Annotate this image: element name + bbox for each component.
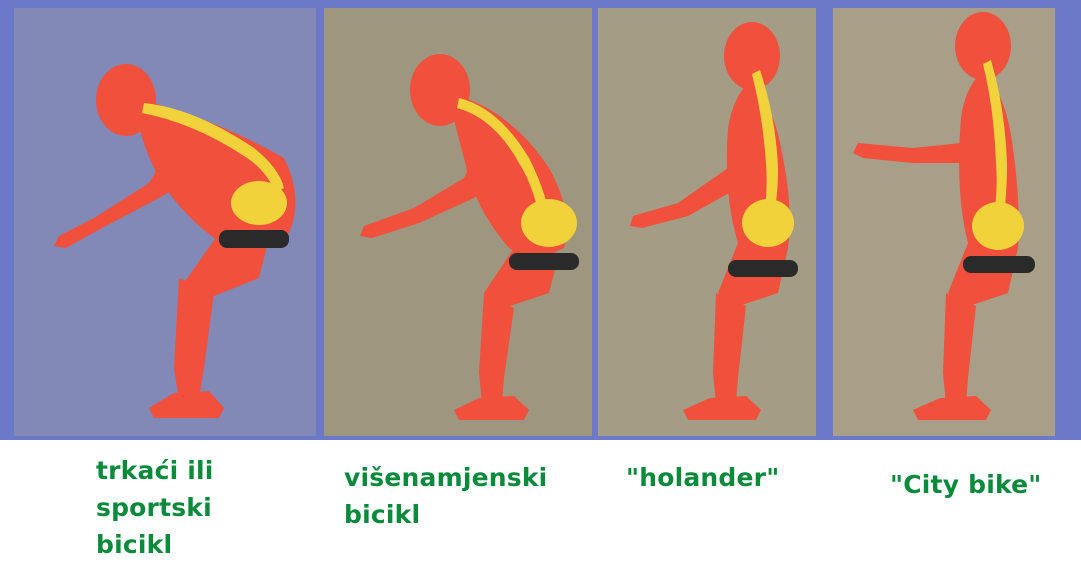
saddle-multipurpose (509, 253, 579, 270)
panel-multipurpose (324, 8, 592, 436)
caption-multipurpose: višenamjenski bicikl (344, 459, 547, 533)
saddle-holander (728, 260, 798, 277)
panel-racing (14, 8, 316, 436)
panel-holander (598, 8, 816, 436)
caption-holander: "holander" (626, 459, 779, 496)
panel-city-bike (833, 8, 1055, 436)
saddle-racing (219, 230, 289, 248)
photo-strip (0, 0, 1081, 440)
caption-city-bike: "City bike" (890, 466, 1042, 503)
caption-racing: trkaći ili sportski bicikl (96, 452, 214, 563)
saddle-city-bike (963, 256, 1035, 273)
